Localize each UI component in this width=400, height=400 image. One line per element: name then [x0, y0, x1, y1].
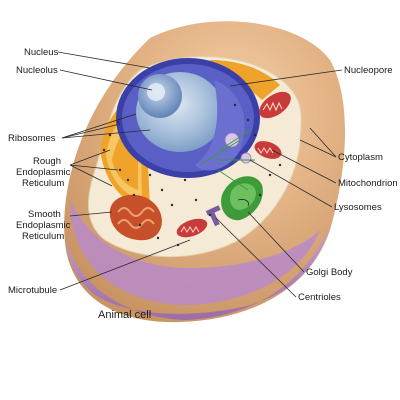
label-nucleus: Nucleus: [24, 47, 59, 58]
smooth-endoplasmic-reticulum: [109, 194, 162, 241]
cell-membrane-band: [70, 200, 320, 306]
microtubules: [199, 129, 255, 191]
label-nucleolus: Nucleolus: [16, 65, 58, 76]
label-microtubule: Microtubule: [8, 285, 57, 296]
nucleus: [116, 58, 260, 178]
mitochondrion: [176, 91, 291, 238]
label-centrioles: Centrioles: [298, 292, 341, 303]
label-smooth-er-line3: Reticulum: [22, 231, 64, 242]
label-nucleopore: Nucleopore: [344, 65, 393, 76]
label-ribosomes: Ribosomes: [8, 133, 56, 144]
label-smooth-er-line1: Smooth: [28, 209, 61, 220]
label-rough-er-line1: Rough: [33, 156, 61, 167]
label-lysosomes: Lysosomes: [334, 202, 382, 213]
lysosome: [224, 132, 252, 164]
label-golgi-body: Golgi Body: [306, 267, 353, 278]
leader-lines-right: [215, 69, 343, 298]
label-mitochondrion: Mitochondrion: [338, 178, 398, 189]
label-cytoplasm: Cytoplasm: [338, 152, 383, 163]
label-rough-er-line2: Endoplasmic: [16, 167, 71, 178]
leader-lines-left: [57, 51, 191, 291]
centrioles: [205, 205, 221, 227]
golgi-body: [221, 176, 263, 221]
label-rough-er-line3: Reticulum: [22, 178, 64, 189]
label-smooth-er-line2: Endoplasmic: [16, 220, 71, 231]
caption-animal-cell: Animal cell: [98, 309, 151, 321]
